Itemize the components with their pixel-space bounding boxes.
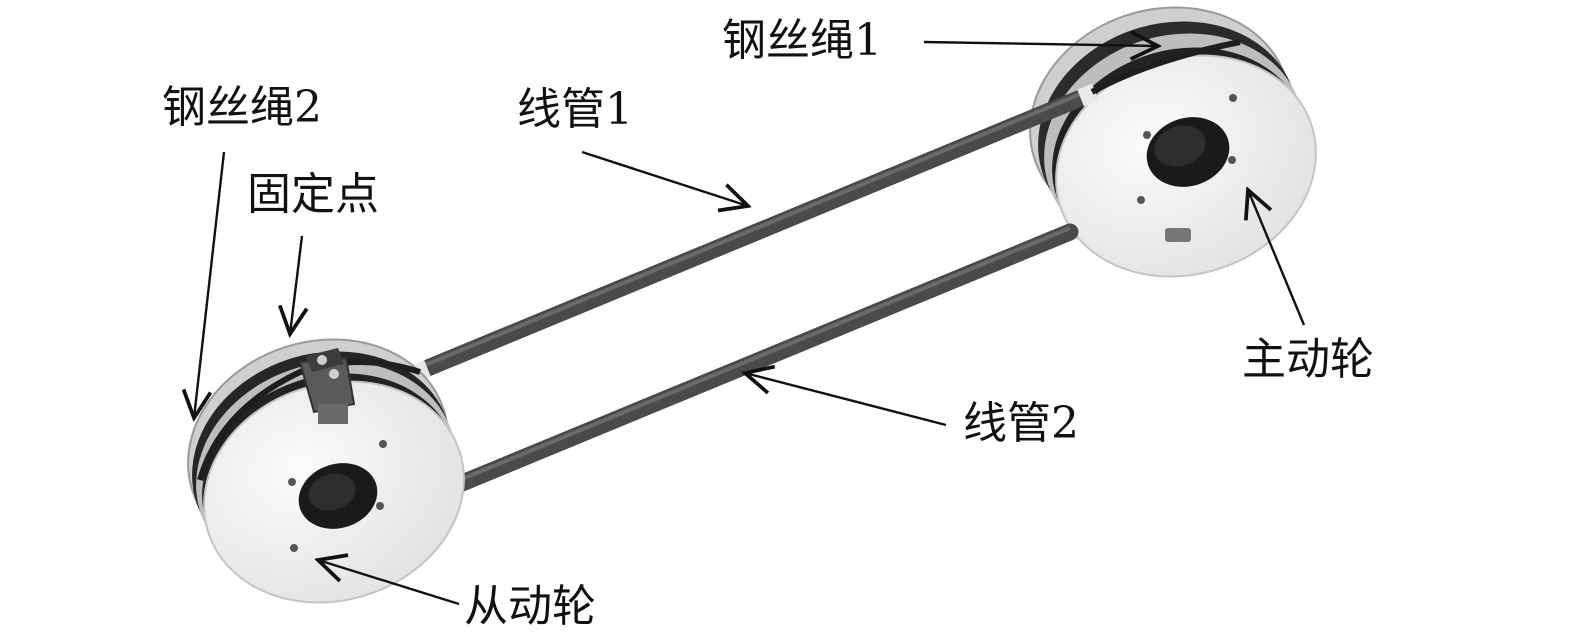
wire-rope-1 (1090, 39, 1241, 95)
callout-arrows (194, 42, 1306, 606)
arrow-wire-rope-2 (194, 151, 226, 418)
label-wire-tube-2: 线管2 (963, 398, 1079, 449)
driving-wheel-face (1137, 94, 1237, 242)
label-driven-wheel: 从动轮 (464, 581, 596, 632)
arrow-driven-wheel (318, 560, 460, 606)
arrow-wire-tube-1 (581, 150, 748, 206)
arrow-driving-wheel (1248, 190, 1306, 326)
label-driving-wheel: 主动轮 (1242, 334, 1374, 385)
arrow-fixed-point (290, 235, 302, 334)
wire-tube-2 (441, 223, 1079, 497)
fixed-point-clamp (298, 348, 356, 424)
label-wire-rope-2: 钢丝绳2 (162, 82, 322, 133)
label-wire-rope-1: 钢丝绳1 (722, 15, 882, 66)
driven-wheel (187, 338, 465, 604)
label-fixed-point: 固定点 (247, 169, 379, 220)
arrow-wire-tube-2 (745, 373, 947, 427)
wire-tube-1 (409, 83, 1099, 382)
arrow-wire-rope-1 (923, 42, 1158, 46)
wire-rope-2 (197, 359, 421, 481)
label-wire-tube-1: 线管1 (517, 84, 633, 135)
